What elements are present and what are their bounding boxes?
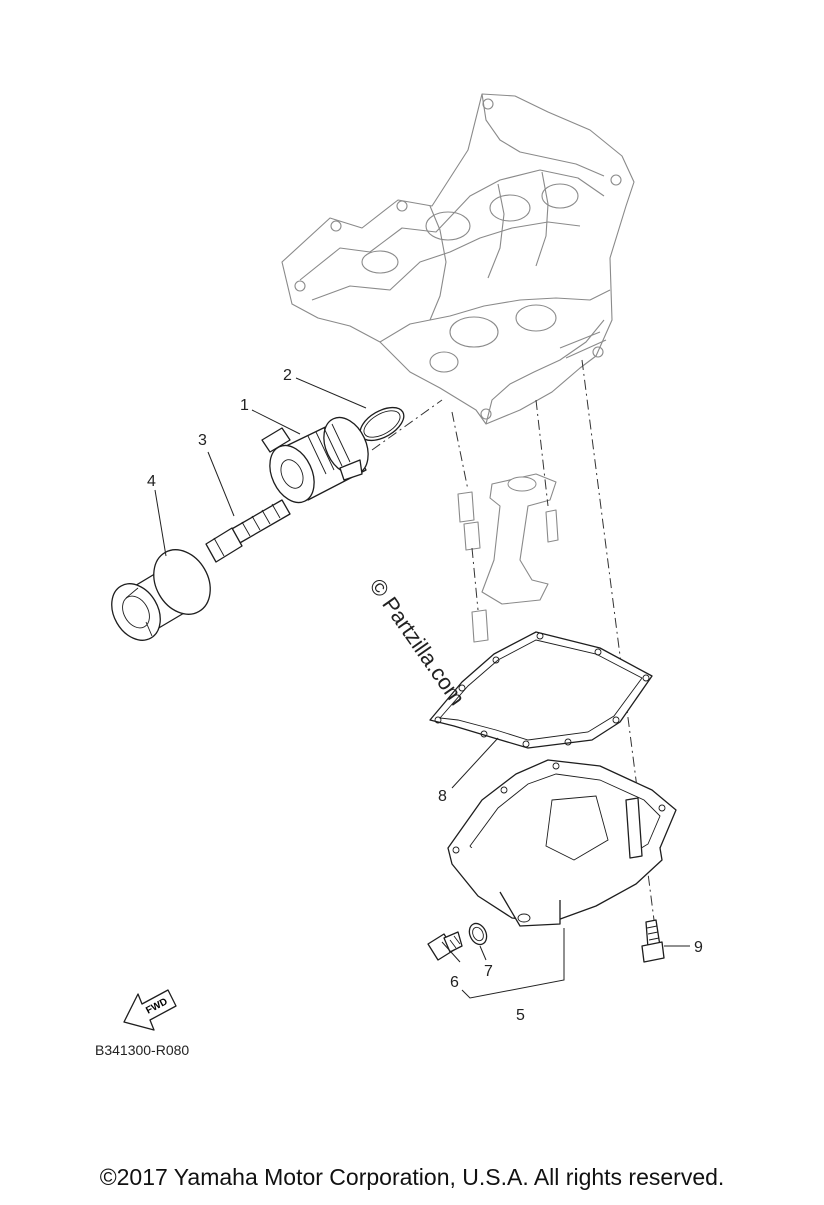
callout-4: 4 (147, 473, 156, 490)
callout-6: 6 (450, 974, 459, 991)
oil-filter-part-4 (111, 549, 211, 641)
callout-1: 1 (240, 397, 249, 414)
bolt-part-9 (641, 919, 665, 963)
drain-bolt-part-6 (427, 931, 463, 961)
callout-9: 9 (694, 939, 703, 956)
callout-7: 7 (484, 963, 493, 980)
callout-3: 3 (198, 432, 207, 449)
oil-strainer-assembly (457, 473, 559, 643)
oil-cooler-part-1 (261, 416, 369, 504)
alignment-lines (371, 359, 655, 921)
washer-part-7 (468, 922, 488, 946)
fwd-arrow: FWD (123, 989, 177, 1031)
callout-2: 2 (283, 367, 292, 384)
copyright-notice: ©2017 Yamaha Motor Corporation, U.S.A. A… (99, 1164, 725, 1190)
callout-8: 8 (438, 788, 447, 805)
oil-pan (447, 759, 677, 927)
crankcase-outline (281, 93, 635, 425)
callout-5: 5 (516, 1007, 525, 1024)
diagram-code: B341300-R080 (95, 1042, 190, 1058)
leader-lines (154, 377, 690, 999)
callout-numbers: 1 2 3 4 5 6 7 8 9 (147, 367, 703, 1024)
union-bolt-part-3 (205, 499, 291, 563)
gasket-part-8 (429, 631, 653, 749)
